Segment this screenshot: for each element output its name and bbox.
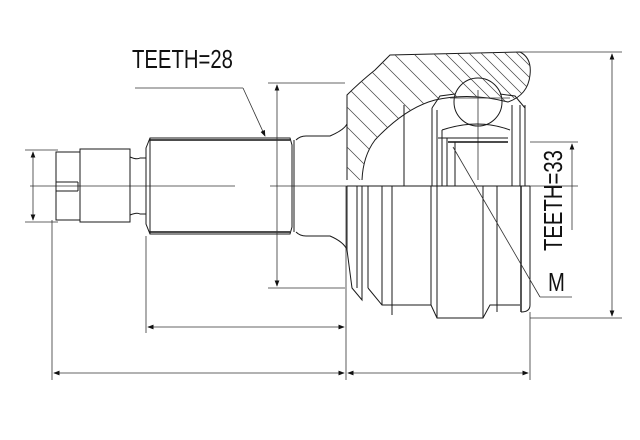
dimensions xyxy=(25,51,622,380)
shaft-teeth-label: TEETH=28 xyxy=(132,44,233,74)
spline-shaft xyxy=(145,123,348,251)
thread-label: M xyxy=(548,267,565,297)
threaded-end xyxy=(55,148,146,223)
inner-teeth-label: TEETH=33 xyxy=(538,150,568,251)
leaders xyxy=(135,87,572,298)
